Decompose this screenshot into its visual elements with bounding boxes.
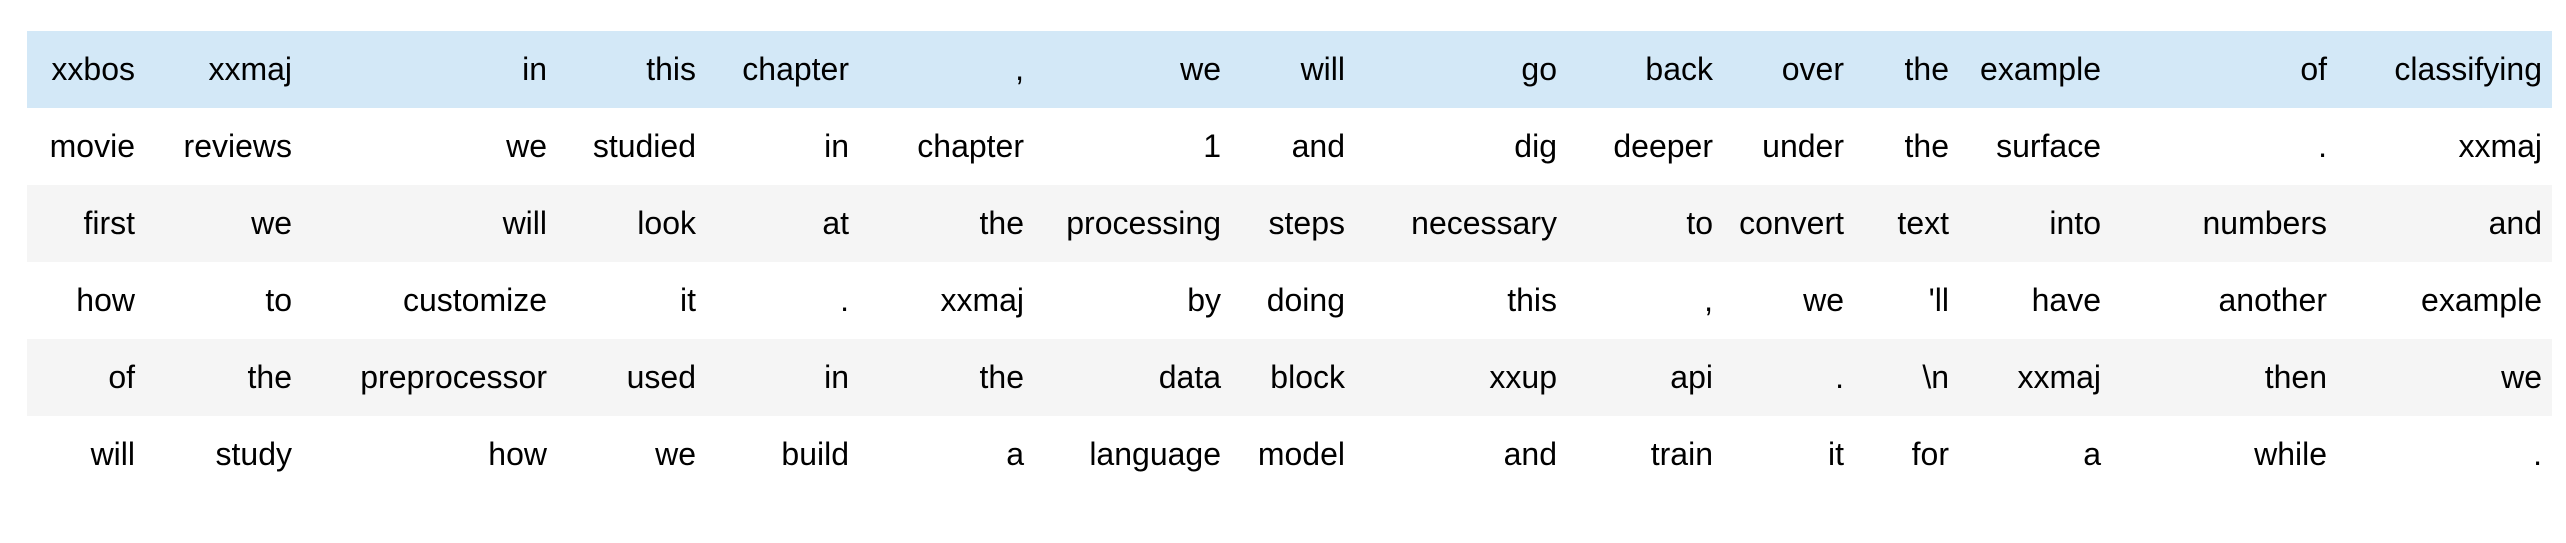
table-cell: at bbox=[822, 205, 849, 241]
table-cell: doing bbox=[1266, 282, 1345, 318]
table-cell: , bbox=[1704, 282, 1713, 318]
table-row-highlighted: xxbos xxmaj in this chapter , we will go… bbox=[27, 31, 2552, 108]
table-cell: we bbox=[2501, 359, 2542, 395]
table-cell: \n bbox=[1922, 359, 1949, 395]
table-cell: model bbox=[1257, 436, 1345, 472]
table-cell: studied bbox=[592, 128, 696, 164]
table-cell: and bbox=[1503, 436, 1557, 472]
table-cell: of bbox=[108, 359, 135, 395]
table-cell: example bbox=[1980, 51, 2101, 87]
table-cell: the bbox=[247, 359, 292, 395]
table-cell: how bbox=[76, 282, 135, 318]
table-cell: data bbox=[1158, 359, 1221, 395]
table-cell: we bbox=[1803, 282, 1844, 318]
table-cell: 'll bbox=[1928, 282, 1949, 318]
table-cell: by bbox=[1187, 282, 1221, 318]
table-row: of the preprocessor used in the data blo… bbox=[27, 339, 2552, 416]
table-cell: to bbox=[265, 282, 292, 318]
table-cell: chapter bbox=[917, 128, 1024, 164]
table-cell: another bbox=[2218, 282, 2327, 318]
table-cell: we bbox=[655, 436, 696, 472]
table-cell: used bbox=[626, 359, 696, 395]
table-cell: the bbox=[979, 359, 1024, 395]
table-cell: steps bbox=[1268, 205, 1345, 241]
table-cell: preprocessor bbox=[360, 359, 547, 395]
table-cell: processing bbox=[1066, 205, 1221, 241]
table-row: first we will look at the processing ste… bbox=[27, 185, 2552, 262]
table-body: xxbos xxmaj in this chapter , we will go… bbox=[27, 31, 2552, 493]
table-cell: xxmaj bbox=[940, 282, 1024, 318]
table-cell: build bbox=[781, 436, 849, 472]
table-cell: under bbox=[1762, 128, 1844, 164]
table-cell: text bbox=[1897, 205, 1949, 241]
table-cell: surface bbox=[1996, 128, 2101, 164]
table-cell: the bbox=[1904, 128, 1949, 164]
table-cell: study bbox=[215, 436, 292, 472]
table-cell: . bbox=[1835, 359, 1844, 395]
table-cell: will bbox=[90, 436, 135, 472]
notebook-output-area: xxbos xxmaj in this chapter , we will go… bbox=[0, 31, 2566, 543]
table-cell: deeper bbox=[1613, 128, 1713, 164]
table-cell: look bbox=[637, 205, 696, 241]
table-cell: customize bbox=[402, 282, 547, 318]
table-cell: we bbox=[506, 128, 547, 164]
table-cell: convert bbox=[1739, 205, 1844, 241]
table-cell: for bbox=[1911, 436, 1949, 472]
table-cell: into bbox=[2049, 205, 2101, 241]
table-cell: movie bbox=[49, 128, 135, 164]
table-cell: train bbox=[1650, 436, 1713, 472]
table-cell: chapter bbox=[742, 51, 849, 87]
table-cell: block bbox=[1270, 359, 1345, 395]
table-cell: a bbox=[2083, 436, 2101, 472]
table-cell: xxup bbox=[1489, 359, 1557, 395]
table-cell: this bbox=[646, 51, 696, 87]
table-cell: in bbox=[824, 128, 849, 164]
table-cell: have bbox=[2031, 282, 2101, 318]
table-cell: then bbox=[2264, 359, 2327, 395]
table-cell: in bbox=[522, 51, 547, 87]
table-cell: and bbox=[1291, 128, 1345, 164]
table-row: will study how we build a language model… bbox=[27, 416, 2552, 493]
table-cell: of bbox=[2300, 51, 2327, 87]
table-cell: while bbox=[2254, 436, 2327, 472]
table-cell: language bbox=[1089, 436, 1221, 472]
table-cell: it bbox=[680, 282, 696, 318]
table-cell: will bbox=[1300, 51, 1345, 87]
table-cell: the bbox=[979, 205, 1024, 241]
table-cell: we bbox=[1180, 51, 1221, 87]
table-cell: . bbox=[840, 282, 849, 318]
table-cell: necessary bbox=[1411, 205, 1557, 241]
table-cell: numbers bbox=[2202, 205, 2328, 241]
tokenized-text-table: xxbos xxmaj in this chapter , we will go… bbox=[27, 31, 2552, 493]
table-cell: will bbox=[502, 205, 547, 241]
table-cell: this bbox=[1507, 282, 1557, 318]
table-cell: a bbox=[1006, 436, 1024, 472]
table-cell: . bbox=[2533, 436, 2542, 472]
table-cell: classifying bbox=[2394, 51, 2542, 87]
table-cell: over bbox=[1781, 51, 1844, 87]
table-cell: to bbox=[1686, 205, 1713, 241]
table-cell: , bbox=[1015, 51, 1024, 87]
table-cell: back bbox=[1645, 51, 1713, 87]
table-cell: it bbox=[1828, 436, 1844, 472]
table-cell: xxmaj bbox=[2458, 128, 2542, 164]
table-cell: in bbox=[824, 359, 849, 395]
table-cell: reviews bbox=[183, 128, 292, 164]
table-cell: we bbox=[251, 205, 292, 241]
table-cell: how bbox=[488, 436, 547, 472]
table-row: how to customize it . xxmaj by doing thi… bbox=[27, 262, 2552, 339]
table-cell: dig bbox=[1514, 128, 1557, 164]
table-cell: go bbox=[1521, 51, 1557, 87]
table-cell: api bbox=[1670, 359, 1713, 395]
table-cell: and bbox=[2488, 205, 2542, 241]
table-row: movie reviews we studied in chapter 1 an… bbox=[27, 108, 2552, 185]
table-cell: xxmaj bbox=[2017, 359, 2101, 395]
table-cell: first bbox=[83, 205, 135, 241]
table-cell: the bbox=[1904, 51, 1949, 87]
table-cell: . bbox=[2318, 128, 2327, 164]
table-cell: xxmaj bbox=[208, 51, 292, 87]
table-cell: 1 bbox=[1203, 128, 1221, 164]
table-cell: xxbos bbox=[51, 51, 135, 87]
table-cell: example bbox=[2421, 282, 2542, 318]
